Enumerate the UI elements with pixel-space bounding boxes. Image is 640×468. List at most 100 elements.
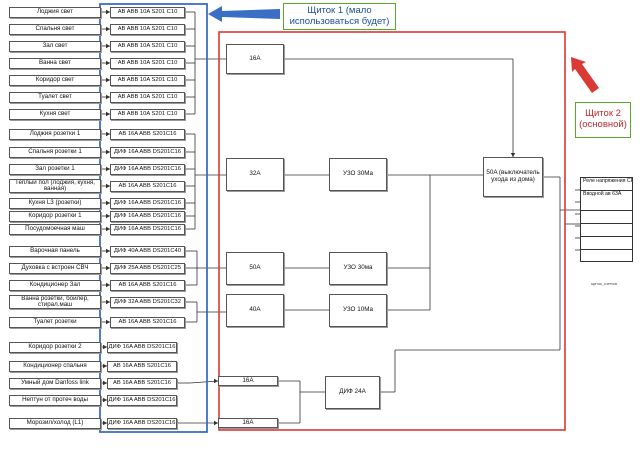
arrowhead xyxy=(106,43,110,49)
relay-empty-row xyxy=(581,237,632,250)
room-label: Кухня L3 (розетки) xyxy=(9,197,101,209)
breaker-box: AB ABB 10A S201 C10 xyxy=(110,40,185,52)
relay-input: Вводной ав 63А xyxy=(581,191,632,211)
breaker-box: AB 16A ABB S201C16 xyxy=(107,377,177,389)
breaker-box: AB 16A ABB S201C16 xyxy=(110,180,185,192)
arrowhead xyxy=(106,166,110,172)
breaker-box: AB 16A ABB S201C16 xyxy=(107,360,177,372)
breaker-16a-block: 16A xyxy=(226,44,284,74)
room-label: Туалет розетки xyxy=(9,316,101,328)
arrowhead xyxy=(106,226,110,232)
arrowhead xyxy=(106,265,110,271)
callout-arrows xyxy=(208,6,599,93)
breaker-box: AB 16A ABB S201C16 xyxy=(110,128,185,140)
room-label: Туалет свет xyxy=(9,91,101,103)
arrowhead xyxy=(106,200,110,206)
room-label: Спальня свет xyxy=(9,23,101,35)
arrowhead xyxy=(106,9,110,15)
arrowhead xyxy=(214,420,218,426)
arrowhead xyxy=(510,153,516,157)
breaker-box: AB 16A ABB S201C16 xyxy=(110,279,185,291)
breaker-box: AB 16A ABB S201C16 xyxy=(110,316,185,328)
breaker-box: ДИФ 16A ABB DS201C16 xyxy=(110,210,185,222)
breaker-16a-lower-2: 16A xyxy=(218,418,278,428)
breaker-box: AB ABB 10A S201 C10 xyxy=(110,74,185,86)
relay-title: Реле напряжения СР-722 xyxy=(581,178,632,191)
relay-empty-row xyxy=(581,250,632,263)
room-label: Морозил/холод (L1) xyxy=(9,417,101,429)
breaker-box: ДИФ 16A ABB DS201C16 xyxy=(107,394,177,406)
room-label: Спальня розетки 1 xyxy=(9,146,101,158)
panel2-frame xyxy=(218,31,566,431)
main-switch-50a-block: 50A (выключатель ухода из дома) xyxy=(483,157,543,197)
room-label: Умный дом Danfoss link xyxy=(9,377,101,389)
panel2-callout: Щиток 2 (основной) xyxy=(575,102,631,138)
room-label: Коридор розетки 1 xyxy=(9,210,101,222)
breaker-16a-lower-1: 16A xyxy=(218,376,278,386)
room-label: Кондиционер Зал xyxy=(9,279,101,291)
breaker-box: ДИФ 32A ABB DS201C32 xyxy=(110,296,185,308)
breaker-box: ДИФ 16A ABB DS201C16 xyxy=(110,146,185,158)
room-label: Ванна розетки, бойлер, стирал.маш xyxy=(9,295,101,309)
arrowhead xyxy=(103,420,107,426)
room-label: Ванна свет xyxy=(9,57,101,69)
room-label: Коридор свет xyxy=(9,74,101,86)
breaker-box: AB ABB 10A S201 C10 xyxy=(110,91,185,103)
breaker-32a-block: 32A xyxy=(226,158,284,191)
arrowhead xyxy=(106,111,110,117)
room-label: Кухня свет xyxy=(9,108,101,120)
arrowhead xyxy=(106,131,110,137)
breaker-box: AB ABB 10A S201 C10 xyxy=(110,6,185,18)
arrowhead xyxy=(106,60,110,66)
room-label: Зал розетки 1 xyxy=(9,163,101,175)
breaker-box: AB ABB 10A S201 C10 xyxy=(110,57,185,69)
connector-line xyxy=(189,380,219,384)
room-label: Теплый пол (лоджия, кухня, ванная) xyxy=(9,179,101,193)
arrowhead xyxy=(214,378,218,384)
breaker-box: ДИФ 16A ABB DS201C16 xyxy=(110,163,185,175)
arrowhead xyxy=(103,363,107,369)
room-label: Коридор розетки 2 xyxy=(9,341,101,353)
relay-empty-row xyxy=(581,224,632,237)
room-label: Варочная панель xyxy=(9,245,101,257)
voltage-relay-table: Реле напряжения СР-722 Вводной ав 63А xyxy=(580,177,633,262)
room-label: Лоджия свет xyxy=(9,6,101,18)
diff-24a-block: ДИФ 24A xyxy=(325,376,380,409)
breaker-box: ДИФ 16A ABB DS201C16 xyxy=(107,417,177,429)
rcd-10ma-block: УЗО 10Ма xyxy=(329,294,387,327)
arrowhead xyxy=(106,248,110,254)
breaker-box: ДИФ 16A ABB DS201C16 xyxy=(110,223,185,235)
arrowhead xyxy=(106,213,110,219)
arrowhead xyxy=(106,94,110,100)
arrowhead xyxy=(106,319,110,325)
arrowhead xyxy=(106,26,110,32)
rcd-30ma-block-2: УЗО 30ма xyxy=(329,252,387,285)
arrowhead xyxy=(103,344,107,350)
arrowhead xyxy=(106,282,110,288)
breaker-40a-block: 40A xyxy=(226,294,284,327)
room-label: Кондиционер спальня xyxy=(9,360,101,372)
rcd-30ma-block: УЗО 30Ма xyxy=(329,158,387,191)
arrowhead xyxy=(106,149,110,155)
breaker-box: AB ABB 10A S201 C10 xyxy=(110,108,185,120)
meter-panel-caption: щиток_счетчик xyxy=(591,282,618,286)
breaker-box: ДИФ 16A ABB DS201C16 xyxy=(107,341,177,353)
panel1-callout: Щиток 1 (мало использоваться будет) xyxy=(283,3,396,30)
connector-lines xyxy=(101,9,580,426)
breaker-box: AB ABB 10A S201 C10 xyxy=(110,23,185,35)
arrowhead xyxy=(106,77,110,83)
panel1-pointer-arrow xyxy=(208,6,280,22)
arrowhead xyxy=(106,299,110,305)
breaker-box: ДИФ 40A ABB DS201C40 xyxy=(110,245,185,257)
panel2-pointer-arrow xyxy=(571,57,599,93)
breaker-box: ДИФ 16A ABB DS201C16 xyxy=(110,197,185,209)
room-label: Посудомоечная маш xyxy=(9,223,101,235)
room-label: Духовка с встроен СВЧ xyxy=(9,262,101,274)
arrowhead xyxy=(103,397,107,403)
arrowhead xyxy=(103,380,107,386)
relay-empty-row xyxy=(581,211,632,224)
room-label: Лоджия розетки 1 xyxy=(9,128,101,140)
breaker-50a-block: 50A xyxy=(226,252,284,285)
room-label: Зал свет xyxy=(9,40,101,52)
